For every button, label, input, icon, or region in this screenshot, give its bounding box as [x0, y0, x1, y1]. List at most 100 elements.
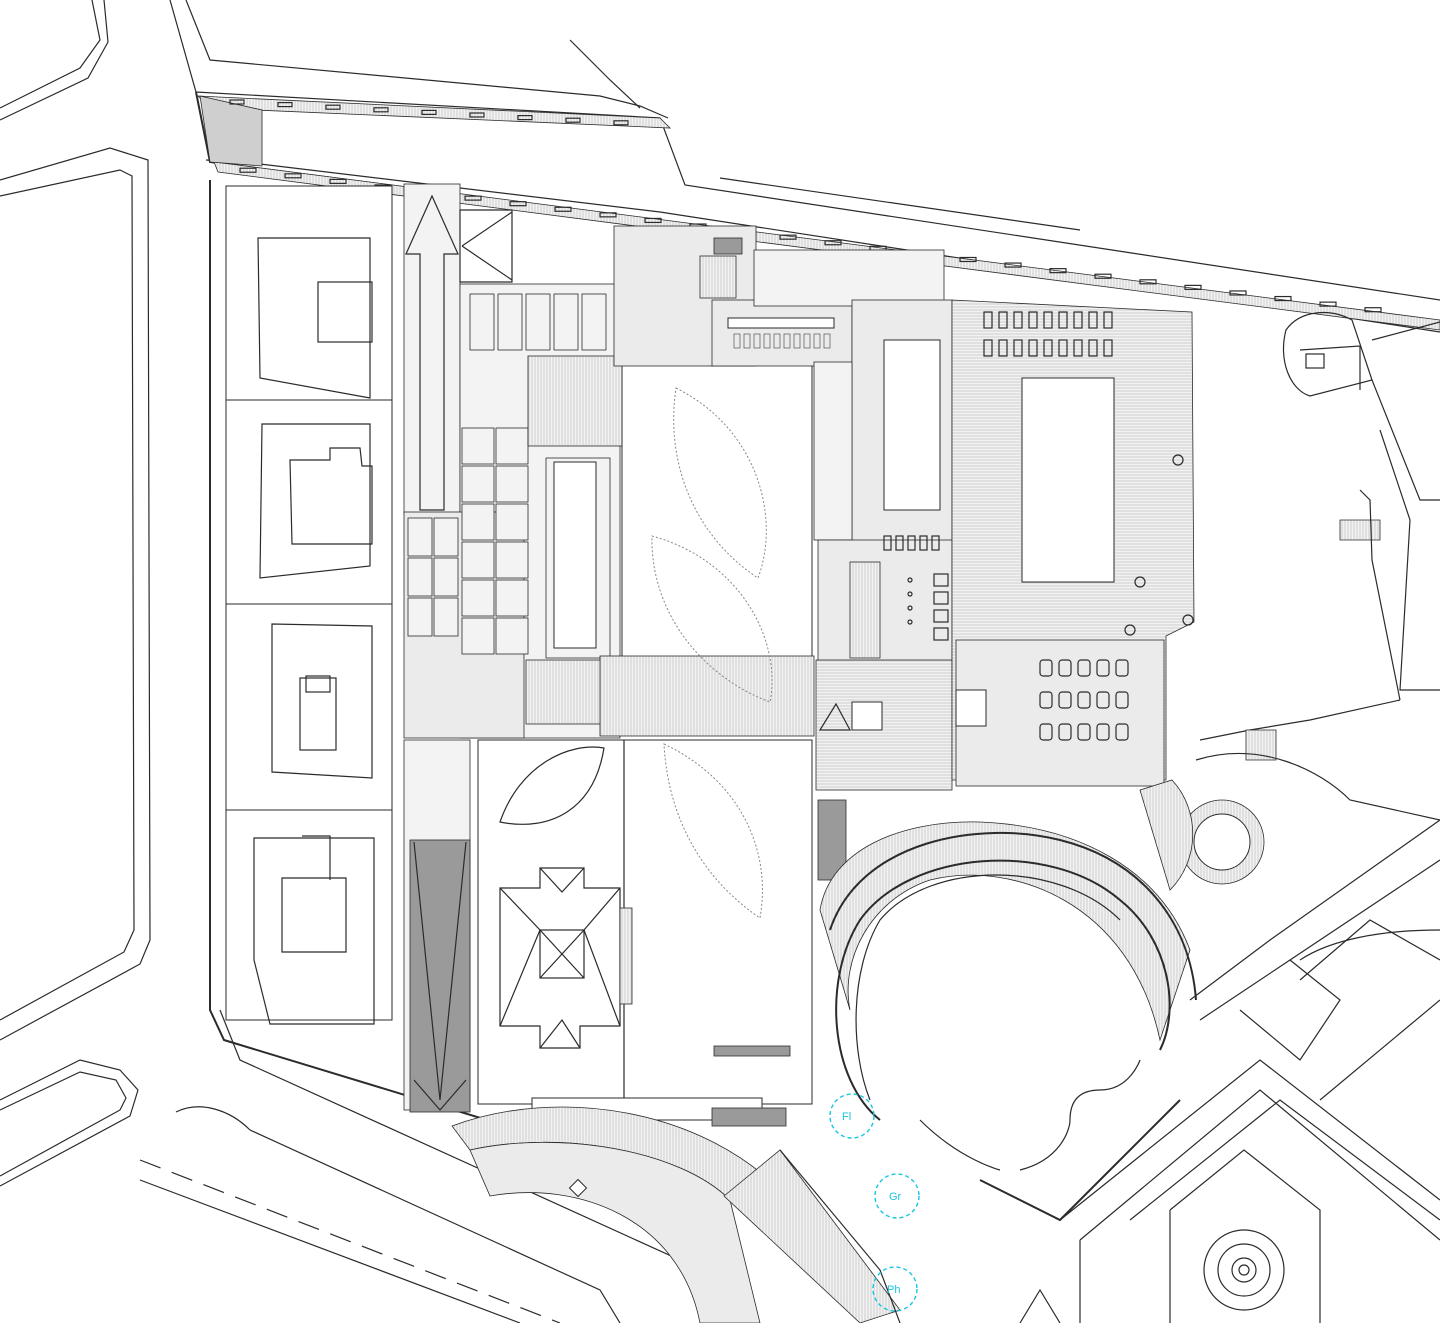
parking-mark	[779, 234, 797, 240]
parking-mark	[329, 178, 347, 184]
parked-car-mark	[1013, 339, 1023, 357]
room-cell	[497, 293, 523, 351]
room-cell	[495, 579, 529, 617]
room-cell	[407, 557, 433, 597]
table-mark	[1058, 691, 1072, 709]
parked-car-mark	[1043, 311, 1053, 329]
table-mark	[1058, 723, 1072, 741]
west-plots	[209, 180, 521, 1131]
parked-car-mark	[1103, 339, 1113, 357]
parking-mark	[824, 240, 842, 246]
bench-mark	[907, 535, 916, 551]
seat-mark	[907, 577, 913, 583]
parking-mark	[229, 99, 245, 105]
northeast-outlying	[1195, 312, 1440, 821]
parking-mark	[509, 201, 527, 207]
bench-mark	[919, 535, 928, 551]
table-mark	[1077, 659, 1091, 677]
parked-car-mark	[998, 311, 1008, 329]
parking-mark	[959, 256, 977, 263]
parking-mark	[1139, 279, 1157, 285]
east-furniture	[883, 311, 1129, 741]
room-cell	[525, 293, 551, 351]
central-courtyard	[477, 359, 815, 1127]
parking-mark	[1004, 262, 1022, 268]
east-wing	[813, 299, 953, 881]
north-road	[169, 0, 1440, 333]
table-mark	[1039, 659, 1053, 677]
marker-ph: Ph	[872, 1266, 918, 1312]
parked-car-mark	[1058, 311, 1068, 329]
parking-mark	[1184, 284, 1202, 290]
stall-mark	[763, 333, 771, 349]
parking-mark	[284, 173, 302, 179]
southeast-complex	[1019, 819, 1440, 1323]
parked-car-mark	[998, 339, 1008, 357]
parked-car-mark	[983, 311, 993, 329]
table-mark	[1058, 659, 1072, 677]
stall-mark	[823, 333, 831, 349]
parking-mark	[599, 212, 617, 218]
parking-mark	[1274, 295, 1292, 302]
stall-mark	[813, 333, 821, 349]
marker-fl: Fl	[829, 1093, 875, 1139]
rotunda	[819, 779, 1265, 1222]
room-cell	[469, 293, 495, 351]
table-mark	[933, 573, 949, 587]
parking-mark	[469, 112, 485, 118]
room-cell	[461, 617, 495, 655]
marker-gr: Gr	[874, 1173, 920, 1219]
parking-mark	[464, 195, 482, 201]
table-mark	[1096, 723, 1110, 741]
parking-mark	[325, 104, 341, 110]
parking-mark	[373, 107, 389, 113]
stall-mark	[803, 333, 811, 349]
table-mark	[933, 609, 949, 623]
seat-mark	[907, 605, 913, 611]
parking-mark	[554, 206, 572, 212]
parked-car-mark	[983, 339, 993, 357]
table-mark	[933, 627, 949, 641]
table-mark	[1115, 723, 1129, 741]
west-wing-rooms	[403, 283, 623, 739]
parking-mark	[644, 217, 662, 224]
marker-ph-label: Ph	[887, 1284, 900, 1296]
parking-mark	[277, 101, 293, 108]
dashed-circle-marker-icon	[872, 1266, 918, 1312]
marker-gr-label: Gr	[889, 1191, 902, 1203]
bench-mark	[931, 535, 940, 551]
bench-mark	[883, 535, 892, 551]
room-cell	[495, 465, 529, 503]
parking-mark	[421, 109, 437, 116]
parking-mark	[1229, 290, 1247, 296]
marker-fl-label: Fl	[842, 1111, 851, 1123]
parked-car-mark	[1088, 339, 1098, 357]
table-mark	[1039, 691, 1053, 709]
room-cell	[553, 293, 579, 351]
east-plaza	[951, 299, 1195, 787]
stall-grid	[733, 333, 831, 349]
room-cell	[433, 597, 459, 637]
room-cell	[495, 541, 529, 579]
south-arc	[451, 1106, 901, 1323]
parking-mark	[565, 117, 581, 123]
room-cell	[495, 503, 529, 541]
parking-mark	[1319, 301, 1337, 307]
west-courtyard	[403, 183, 513, 1113]
parking-mark	[239, 167, 257, 173]
parked-car-mark	[1043, 339, 1053, 357]
parking-mark	[1094, 273, 1112, 279]
room-cell	[461, 503, 495, 541]
parked-car-mark	[1088, 311, 1098, 329]
table-mark	[1115, 691, 1129, 709]
table-mark	[933, 591, 949, 605]
parked-car-mark	[1028, 311, 1038, 329]
parking-mark	[1364, 307, 1382, 313]
room-cell	[407, 517, 433, 557]
room-cell	[495, 427, 529, 465]
seat-mark	[907, 591, 913, 597]
table-mark	[1039, 723, 1053, 741]
stall-mark	[773, 333, 781, 349]
street-outlines-northwest	[0, 0, 151, 1041]
